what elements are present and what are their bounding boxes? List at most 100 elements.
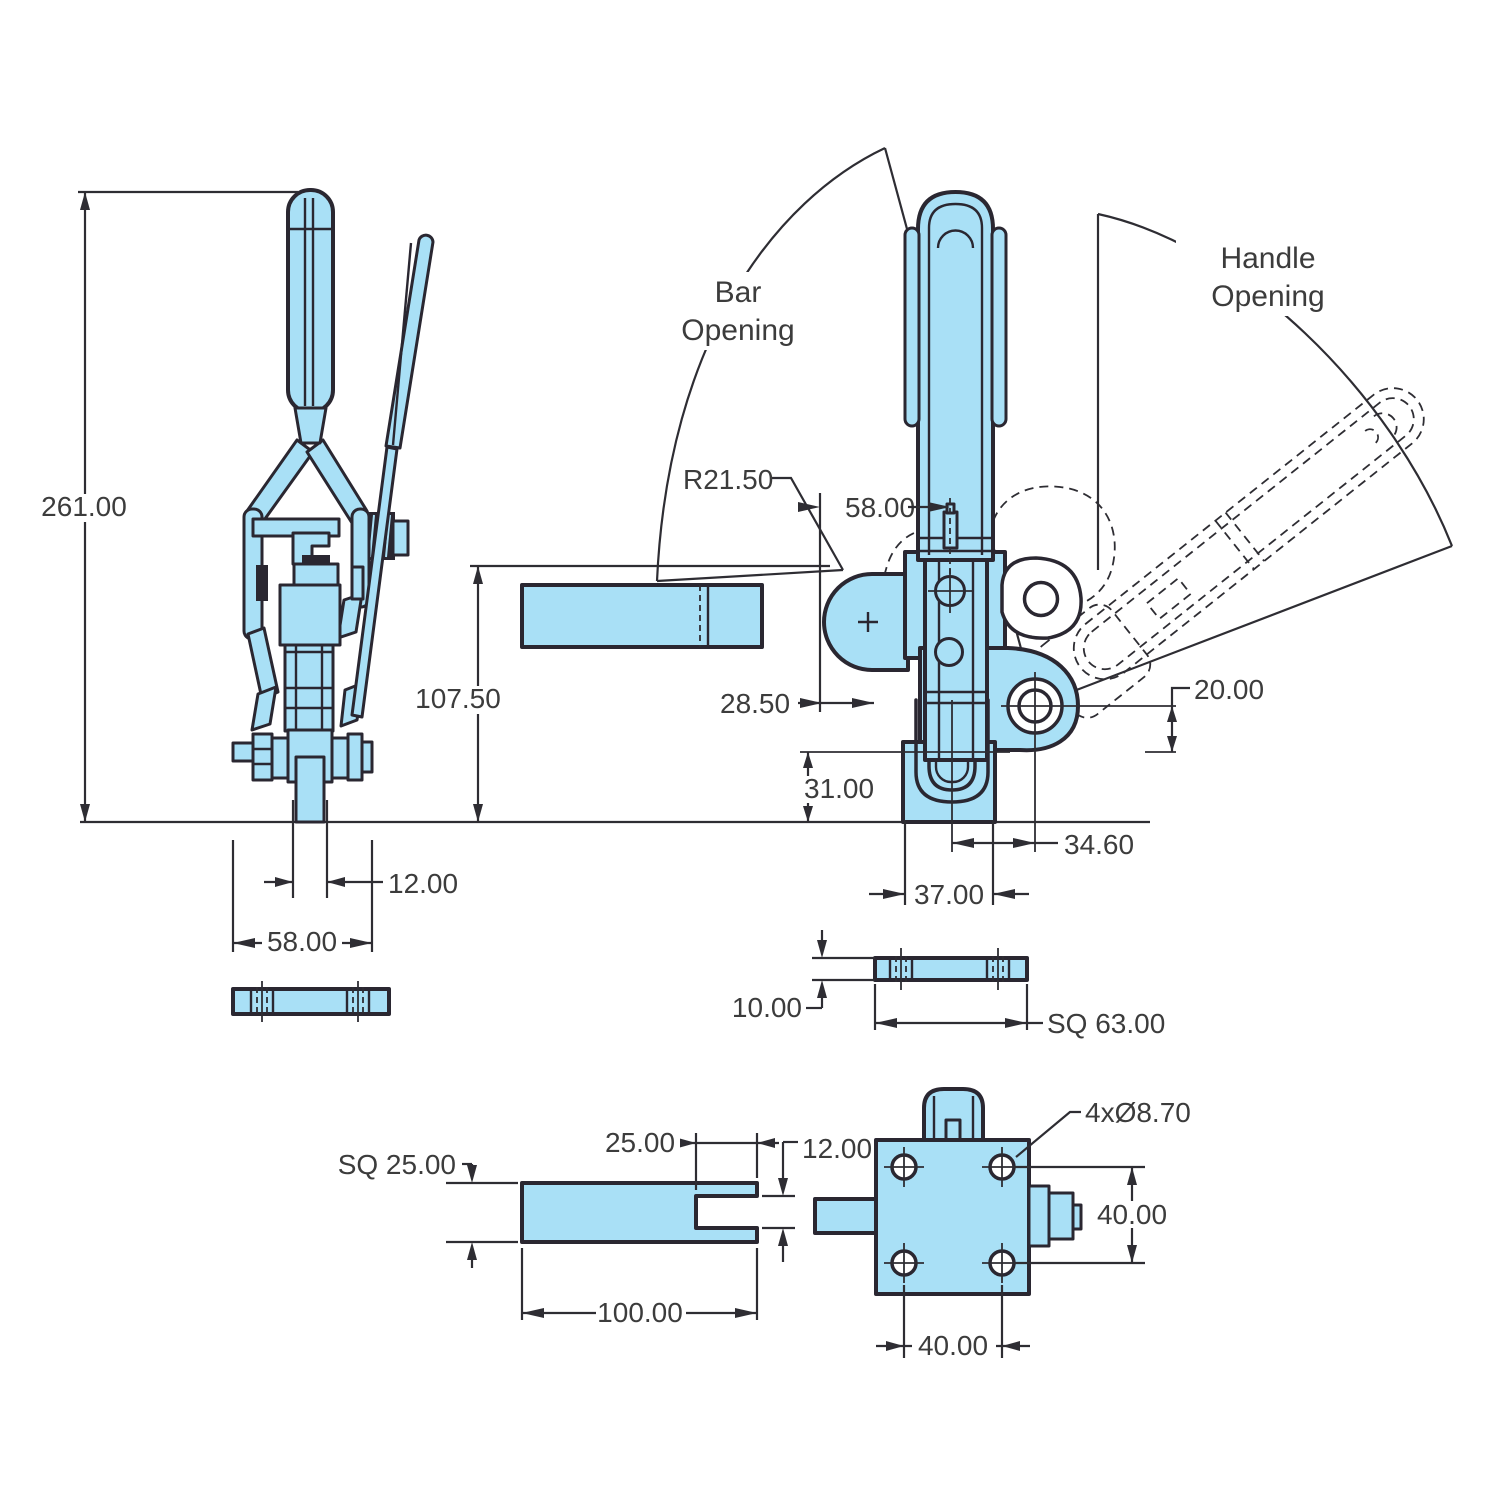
brace-left-lower <box>250 685 278 732</box>
arrowhead <box>817 980 827 998</box>
brace-left-upper <box>246 626 280 701</box>
dim-pin-offset: 58.00 <box>845 492 915 523</box>
arrowhead <box>757 1138 775 1148</box>
handle-opening-arc <box>1097 212 1454 547</box>
mounting-holes <box>884 1147 1022 1283</box>
handle-neck <box>293 406 328 445</box>
arrowhead <box>350 938 372 948</box>
side-tab <box>350 565 365 601</box>
arrowhead <box>993 889 1015 899</box>
label-mask <box>596 1299 686 1327</box>
flange-spindle <box>922 1087 985 1140</box>
handle-inner-outline <box>927 202 984 555</box>
side-view: 261.00 12.00 58.00 <box>38 188 458 1022</box>
dim-bar-height: 107.50 <box>415 683 501 714</box>
dim-overall-height: 261.00 <box>41 491 127 522</box>
arrowhead <box>778 1228 788 1246</box>
arrowhead <box>473 804 483 822</box>
arrowhead <box>1013 838 1035 848</box>
front-view: Bar Opening Handle Opening R21.50 58.00 … <box>400 147 1454 910</box>
arrowhead <box>473 566 483 584</box>
washer-plate <box>346 732 364 782</box>
center-block <box>278 583 342 647</box>
handle-cap-arc <box>936 229 975 249</box>
flange-stem <box>813 1197 878 1235</box>
dim-bar-length: 100.00 <box>597 1297 683 1328</box>
handle-grip-plate-right <box>990 226 1008 428</box>
dim-bar-radius: R21.50 <box>683 464 773 495</box>
hex-nut <box>251 732 274 782</box>
handle-opening-label: Opening <box>1211 280 1324 313</box>
dim-pivot-offset: 34.60 <box>1064 829 1134 860</box>
dim-slot-depth: 25.00 <box>605 1127 675 1158</box>
release-handle-lower <box>350 445 399 719</box>
arrowhead <box>852 698 874 708</box>
base-plate-holes <box>249 981 371 1022</box>
holes-leader <box>1015 1110 1081 1158</box>
label-mask <box>400 686 514 714</box>
side-bolt-tip <box>1071 1203 1083 1231</box>
phantom-handle-inner <box>1082 397 1415 671</box>
open-link-hole <box>1022 580 1060 618</box>
label-mask <box>912 1332 996 1359</box>
label-mask <box>652 272 824 350</box>
dim-plate-thickness: 10.00 <box>732 992 802 1023</box>
dim-slot-width: 12.00 <box>802 1133 872 1164</box>
phantom-handle-cap-arc <box>1364 428 1379 445</box>
side-bolt-nut <box>1047 1191 1075 1241</box>
dim-plunger-width: 12.00 <box>388 868 458 899</box>
arrowhead <box>467 1165 477 1183</box>
handle-fan-lower-edge <box>1039 544 1453 706</box>
washer-plate <box>270 736 290 780</box>
phantom-open-bar <box>987 485 1116 612</box>
link-hole <box>934 637 964 667</box>
arrowhead <box>522 1308 544 1318</box>
release-handle-line <box>391 242 413 446</box>
mount-flange-detail-view: 4xØ8.70 40.00 40.00 <box>813 1087 1191 1361</box>
arrowhead <box>275 877 293 887</box>
dim-pivot-height: 20.00 <box>1194 674 1264 705</box>
label-mask <box>600 1129 680 1156</box>
mid-block <box>292 562 340 587</box>
handle-grip <box>286 188 335 414</box>
arrowhead <box>875 1018 897 1028</box>
phantom-handle-cap-arc <box>1373 412 1398 439</box>
lower-column-lines <box>285 645 333 731</box>
arrowhead <box>798 502 820 512</box>
adjust-bolt-tip <box>231 741 255 763</box>
dim-holes: 4xØ8.70 <box>1085 1097 1191 1128</box>
phantom-slot <box>1145 577 1192 621</box>
dim-body-width: 58.00 <box>267 926 337 957</box>
handle-opening-label: Handle <box>1220 242 1315 275</box>
washer-plate <box>330 736 350 780</box>
dim-hole-spacing-h: 40.00 <box>918 1330 988 1361</box>
handle-grip-plate-left <box>903 226 921 428</box>
dim-bar-reach: 28.50 <box>720 688 790 719</box>
base-plate-holes <box>888 948 1011 990</box>
dim-bar-section: SQ 25.00 <box>338 1149 456 1180</box>
arrowhead <box>735 1308 757 1318</box>
arrowhead <box>1127 1245 1137 1263</box>
phantom-grip-line <box>1214 520 1255 570</box>
phantom-grip-line <box>1224 511 1265 562</box>
dim-plate-size: SQ 63.00 <box>1047 1008 1165 1039</box>
dim-hole-spacing-v: 40.00 <box>1097 1199 1167 1230</box>
label-mask <box>1092 1201 1172 1228</box>
arrowhead <box>883 889 905 899</box>
plunger-stem <box>294 755 326 824</box>
arrowhead <box>467 1242 477 1260</box>
arrowhead <box>952 838 974 848</box>
washer-plate <box>360 740 374 774</box>
arrowhead <box>1005 1018 1027 1028</box>
label-mask <box>800 776 876 803</box>
arrowhead <box>233 938 255 948</box>
arrowhead <box>1002 1341 1020 1351</box>
arrowhead <box>80 192 90 210</box>
label-mask <box>38 494 132 522</box>
label-mask <box>262 928 342 956</box>
clamp-bar-detail-view: SQ 25.00 25.00 12.00 100.00 <box>338 1127 872 1328</box>
bar-pivot-cross <box>858 612 878 632</box>
side-bolt-washer <box>1027 1184 1051 1248</box>
